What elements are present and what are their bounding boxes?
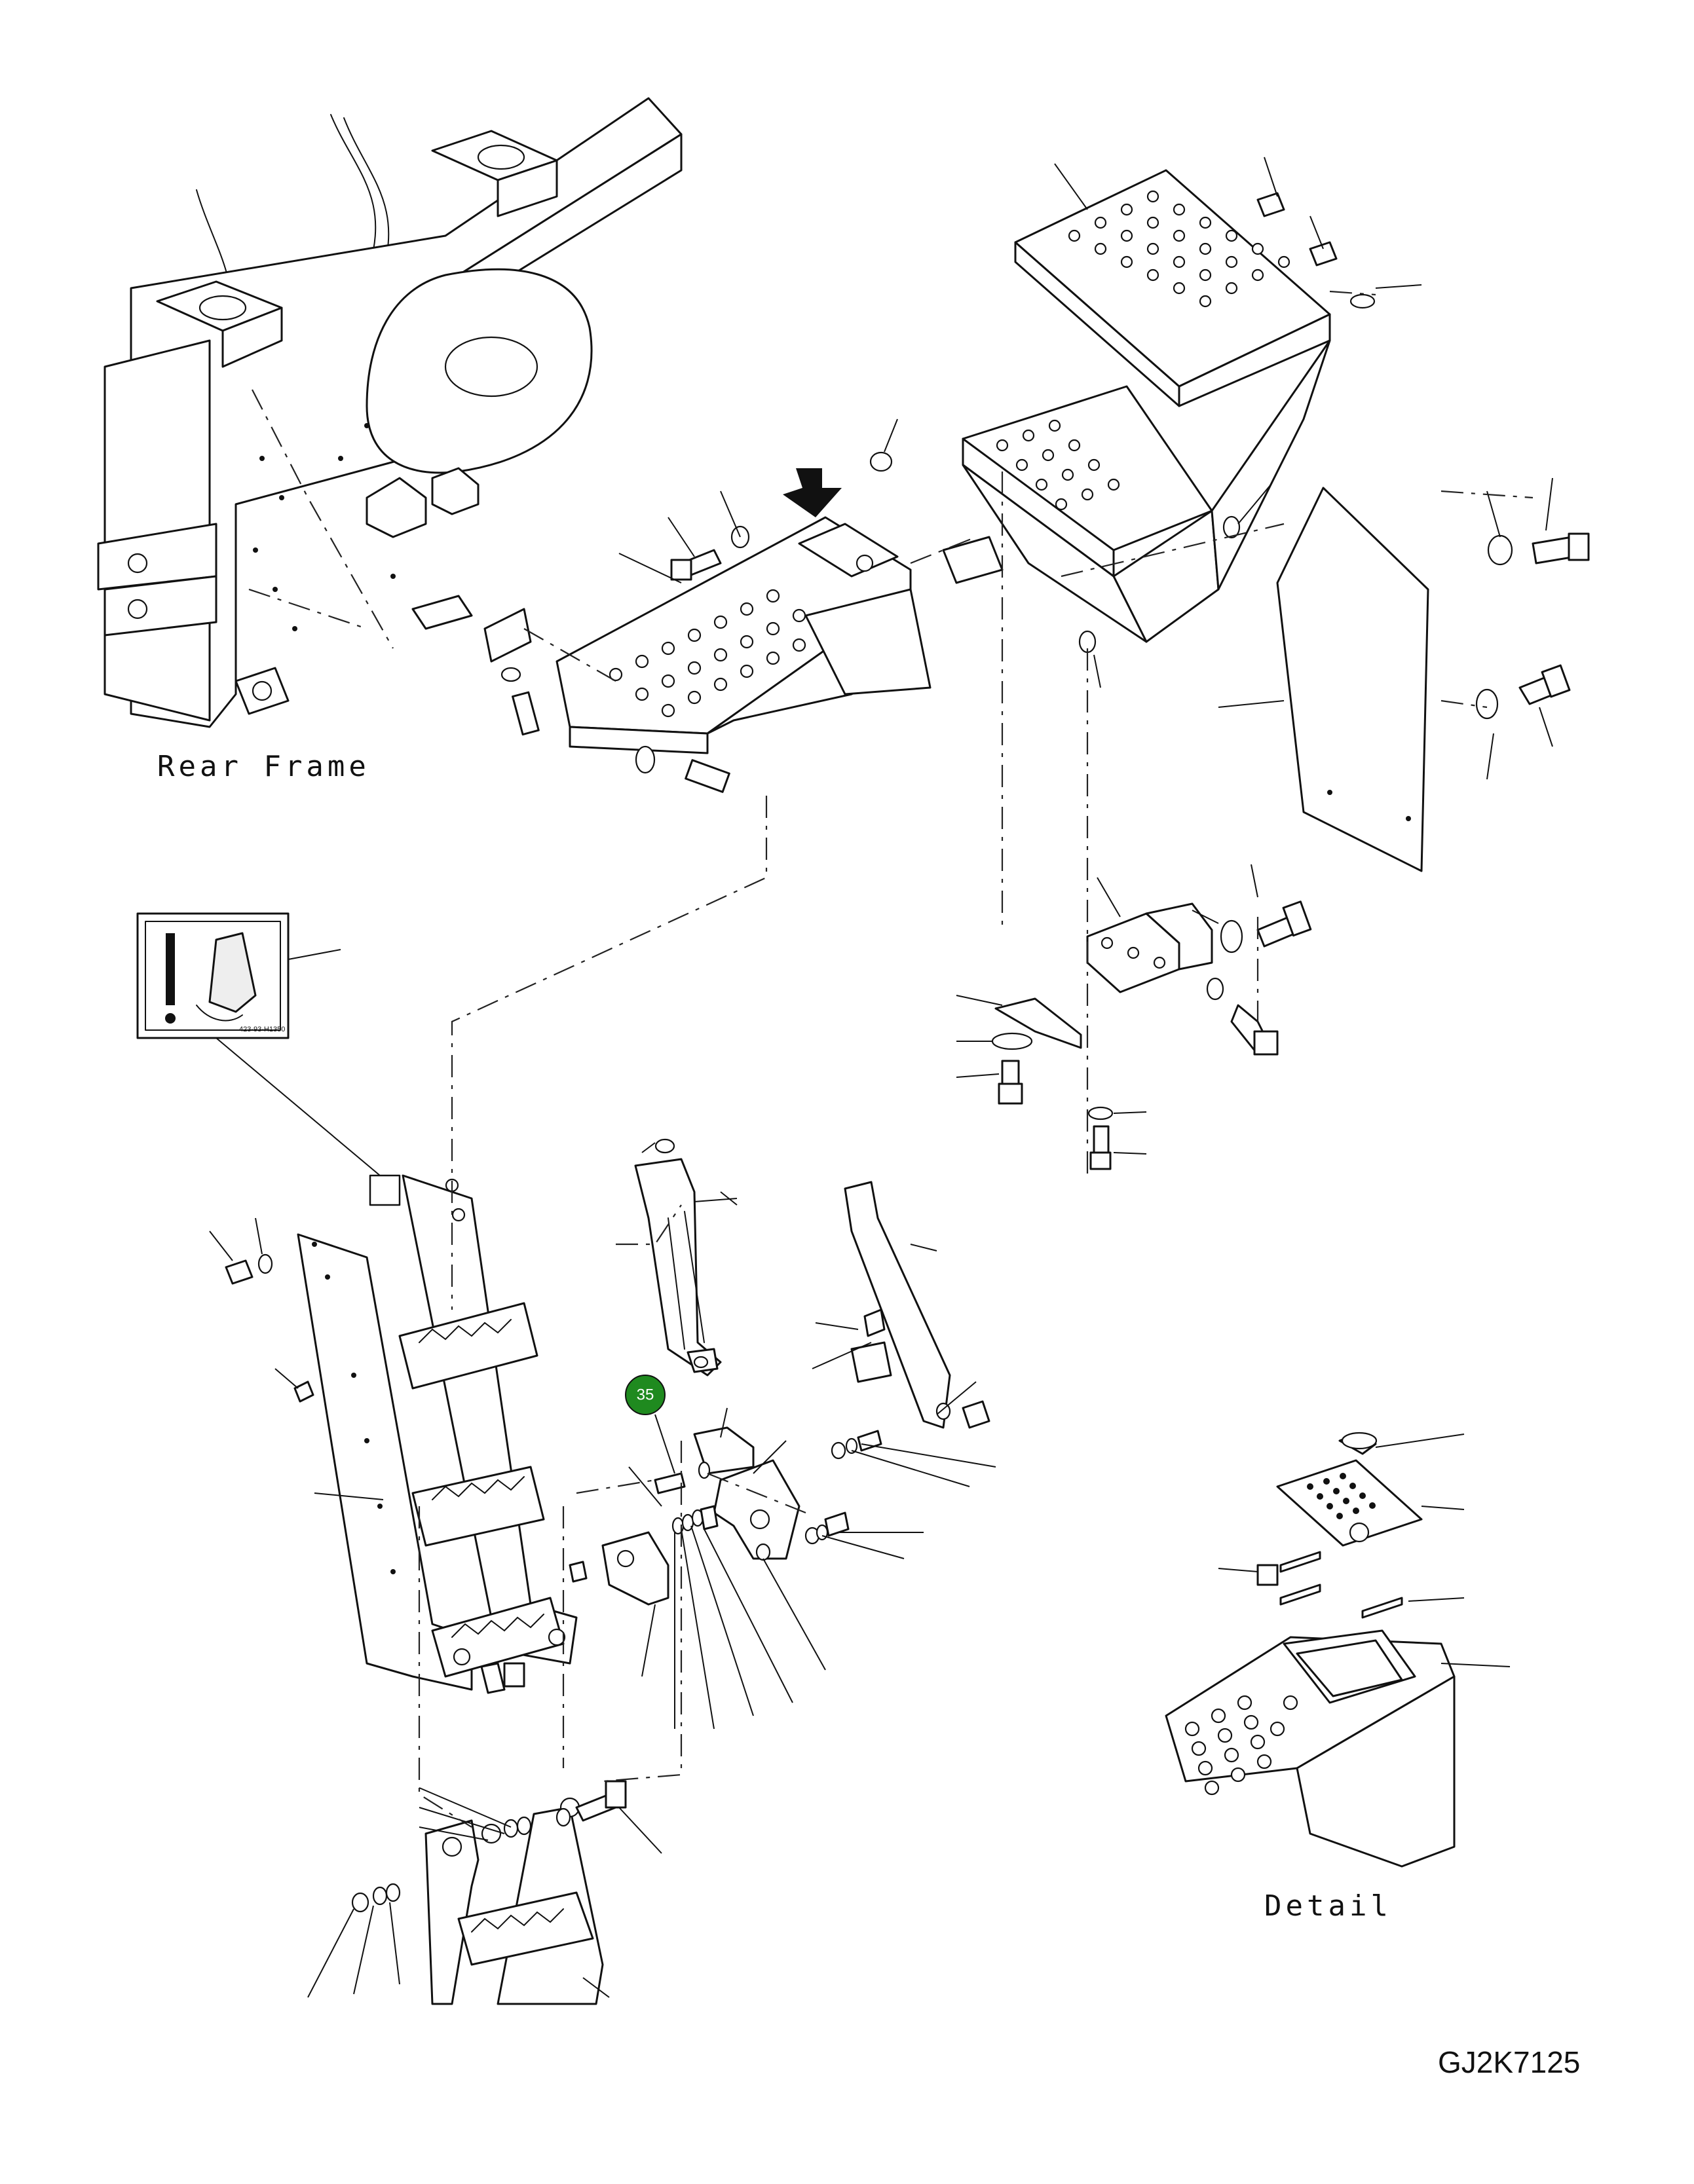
- detail-holes: [1184, 1695, 1298, 1796]
- ladder-rung-teeth: [419, 1319, 544, 1638]
- callout-35[interactable]: 35: [625, 1375, 666, 1415]
- ladder-assembly: [209, 1174, 578, 1694]
- rear-frame-label: Rear Frame: [157, 750, 370, 783]
- cab-step-assembly: [869, 157, 1422, 688]
- side-panel: [1218, 477, 1590, 872]
- lower-ladder: [307, 1780, 662, 2005]
- drawing-code: GJ2K7125: [1438, 2045, 1580, 2079]
- arrow-indicator-icon: [783, 468, 842, 517]
- cab-step-top-holes: [1068, 190, 1290, 308]
- callout-35-label: 35: [637, 1386, 654, 1404]
- assembly-center-lines: [248, 290, 1534, 1828]
- center-hardware: 35: [569, 1138, 996, 1730]
- detail-label: Detail: [1264, 1889, 1392, 1923]
- cab-step-lower-holes: [996, 419, 1120, 511]
- step-plate-holes: [609, 589, 806, 718]
- rear-frame-assembly: Rear Frame: [97, 97, 683, 783]
- warning-label-code: 423-93-H1350: [239, 1026, 285, 1033]
- bracket-group: [956, 864, 1312, 1170]
- warning-label: 423-93-H1350: [136, 912, 401, 1206]
- detail-view: Detail: [1165, 1432, 1511, 1923]
- step-plate-assembly: [411, 468, 932, 793]
